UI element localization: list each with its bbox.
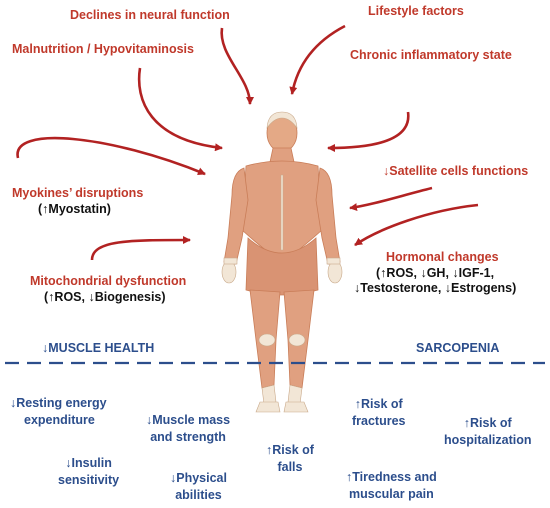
outcome-hospitalization: ↑Risk of hospitalization (444, 415, 532, 449)
factor-malnutrition-label: Malnutrition / Hypovitaminosis (12, 42, 194, 56)
outcome-physical-line2: abilities (175, 487, 222, 502)
arrow-lifestyle (289, 24, 346, 95)
factor-neural-label: Declines in neural function (70, 8, 230, 22)
outcome-falls-line1: ↑Risk of (266, 443, 314, 457)
factor-mitochondrial: Mitochondrial dysfunction (↑ROS, ↓Biogen… (30, 274, 186, 305)
factor-hormonal-detail-1: (↑ROS, ↓GH, ↓IGF-1, (376, 265, 495, 280)
arrow-inflammation (327, 111, 410, 152)
arrow-satellite (349, 186, 433, 212)
outcome-hospitalization-line2: hospitalization (444, 432, 532, 447)
outcome-fractures-line1: ↑Risk of (354, 397, 403, 411)
arrow-neural (220, 27, 254, 105)
outcome-falls-line2: falls (277, 459, 303, 474)
outcome-muscle-line2: and strength (150, 429, 226, 444)
factor-satellite-label: ↓Satellite cells functions (383, 164, 529, 178)
arrow-malnutrition (137, 67, 223, 152)
factor-hormonal: Hormonal changes (↑ROS, ↓GH, ↓IGF-1, ↓Te… (354, 250, 516, 297)
factor-lifestyle-label: Lifestyle factors (368, 4, 464, 18)
outcome-falls: ↑Risk of falls (266, 442, 314, 476)
factor-malnutrition: Malnutrition / Hypovitaminosis (12, 42, 194, 58)
factor-lifestyle: Lifestyle factors (368, 4, 464, 20)
outcome-energy-line2: expenditure (24, 412, 95, 427)
factor-myokines: Myokines’ disruptions (↑Myostatin) (12, 186, 143, 217)
outcome-tiredness-line1: ↑Tiredness and (346, 470, 437, 484)
section-muscle-health: ↓MUSCLE HEALTH (42, 341, 155, 355)
factor-myokines-label: Myokines’ disruptions (12, 186, 144, 200)
arrow-hormonal (354, 203, 479, 247)
outcome-tiredness-line2: muscular pain (349, 486, 434, 501)
factor-hormonal-detail-2: ↓Testosterone, ↓Estrogens) (354, 281, 517, 296)
outcome-physical: ↓Physical abilities (170, 470, 227, 504)
factor-neural: Declines in neural function (70, 8, 230, 24)
factor-myokines-detail: (↑Myostatin) (38, 201, 111, 216)
outcome-fractures-line2: fractures (352, 413, 406, 428)
outcome-energy-line1: ↓Resting energy (10, 396, 107, 410)
outcome-insulin-line1: ↓Insulin (65, 456, 112, 470)
section-sarcopenia: SARCOPENIA (416, 341, 500, 355)
outcome-fractures: ↑Risk of fractures (352, 396, 406, 430)
factor-inflammation: Chronic inflammatory state (350, 48, 512, 64)
arrow-myokines (16, 136, 206, 176)
outcome-insulin: ↓Insulin sensitivity (58, 455, 119, 489)
outcome-physical-line1: ↓Physical (170, 471, 227, 485)
outcome-tiredness: ↑Tiredness and muscular pain (346, 469, 437, 503)
outcome-muscle: ↓Muscle mass and strength (146, 412, 230, 446)
factor-mitochondrial-label: Mitochondrial dysfunction (30, 274, 187, 288)
factor-inflammation-label: Chronic inflammatory state (350, 48, 512, 62)
outcome-energy: ↓Resting energy expenditure (10, 395, 107, 429)
factor-mitochondrial-detail: (↑ROS, ↓Biogenesis) (44, 289, 166, 304)
factor-hormonal-label: Hormonal changes (386, 250, 499, 264)
arrow-mitochondrial (90, 236, 191, 261)
factor-satellite: ↓Satellite cells functions (383, 164, 528, 180)
outcome-insulin-line2: sensitivity (58, 472, 120, 487)
outcome-muscle-line1: ↓Muscle mass (146, 413, 231, 427)
outcome-hospitalization-line1: ↑Risk of (463, 416, 512, 430)
